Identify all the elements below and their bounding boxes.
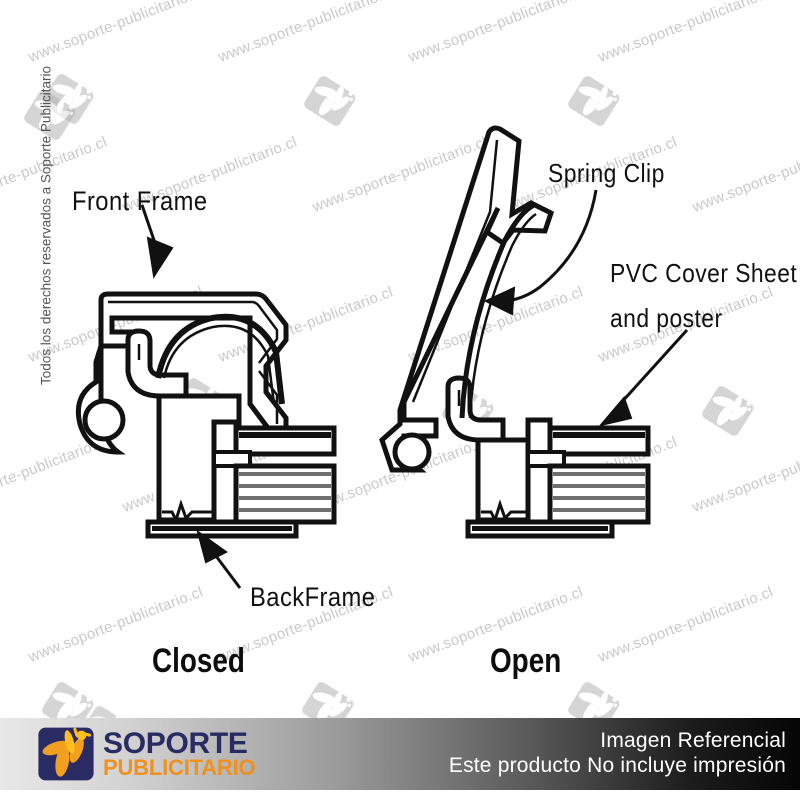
open-pvc-cover-sheet-free <box>459 202 537 419</box>
brand-name-secondary: PUBLICITARIO <box>103 754 256 780</box>
closed-back-frame-hinge-knuckle <box>125 328 189 399</box>
diagram-state-label-open: Open <box>490 642 562 680</box>
diagram-label-front-frame: Front Frame <box>72 186 208 216</box>
brand-name-primary: SOPORTE <box>103 727 248 761</box>
diagram-label-and-poster: and poster <box>610 303 723 333</box>
back-frame-pointer-arrow <box>196 529 242 589</box>
pvc-cover-sheet-pointer-arrow <box>598 328 689 427</box>
soporte-publicitario-logo-mark-icon <box>36 724 96 784</box>
closed-poster-layer-stack <box>211 419 337 525</box>
open-back-frame-hinge-knuckle <box>445 375 506 443</box>
front-frame-pointer-arrow <box>140 204 174 279</box>
footer-disclaimer-text: Imagen Referencial Este producto No incl… <box>449 729 786 779</box>
spring-clip-pointer-arrow <box>483 189 598 316</box>
diagram-label-back-frame: BackFrame <box>250 582 376 612</box>
brand-logo: SOPORTE PUBLICITARIO <box>36 724 256 784</box>
diagram-state-label-closed: Closed <box>152 642 245 680</box>
footer-banner: Imagen Referencial Este producto No incl… <box>0 718 800 790</box>
footer-line-2: Este producto No incluye impresión <box>448 754 786 777</box>
closed-pvc-cover-sheet <box>155 313 285 405</box>
diagram-label-spring-clip: Spring Clip <box>548 158 665 188</box>
diagram-label-pvc-cover-sheet: PVC Cover Sheet <box>610 258 798 288</box>
open-poster-layer-stack <box>525 417 651 525</box>
brand-logo-wordmark: SOPORTE PUBLICITARIO <box>103 727 256 780</box>
footer-line-1: Imagen Referencial <box>600 729 786 753</box>
open-front-frame-hinge-hook <box>392 432 432 472</box>
closed-front-frame-hinge-hook <box>75 345 126 455</box>
